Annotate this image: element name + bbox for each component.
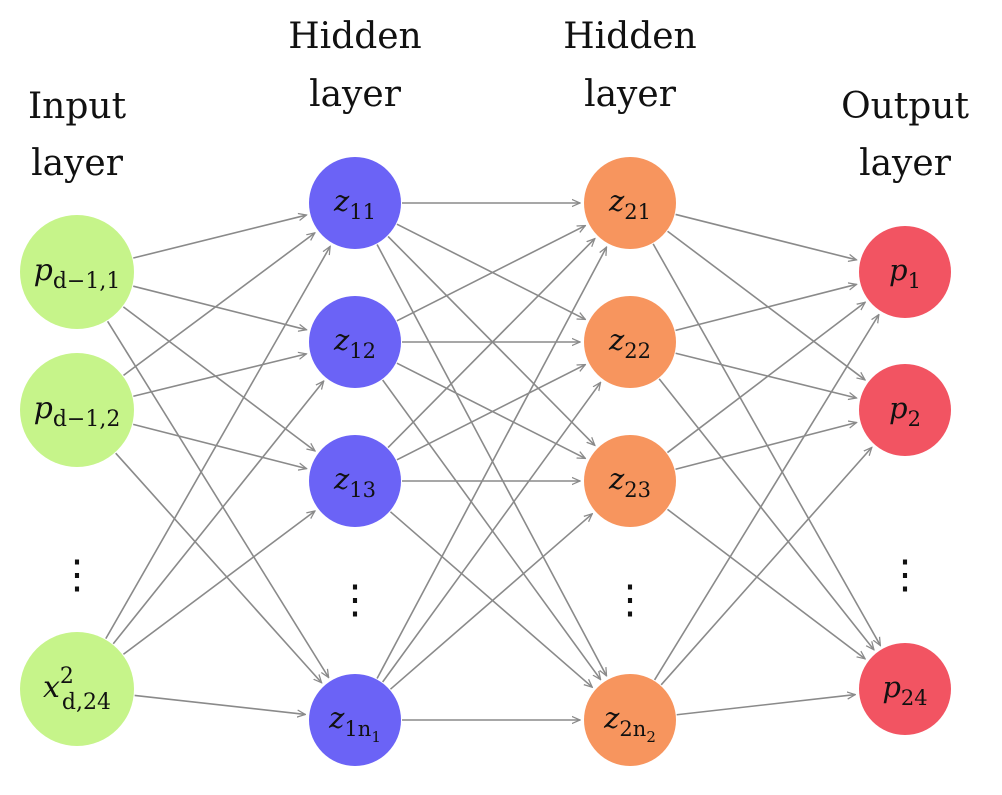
edge-hidden2-4-to-output-3 [676, 695, 856, 716]
edge-hidden1-4-to-hidden2-1 [376, 247, 606, 679]
node-input-2: pd−1,2 [20, 353, 134, 467]
edge-hidden1-3-to-hidden2-1 [387, 239, 595, 449]
node-circle-hidden2-3 [584, 435, 676, 527]
node-output-1: p1 [859, 226, 951, 318]
edge-hidden1-1-to-hidden2-3 [387, 235, 595, 445]
node-circle-hidden1-1 [309, 157, 401, 249]
edge-hidden2-1-to-output-3 [652, 243, 880, 646]
node-label-input-2: pd−1,2 [34, 391, 121, 432]
node-hidden1-2: z12 [309, 296, 401, 388]
edge-hidden2-1-to-output-1 [675, 213, 857, 259]
node-circle-hidden1-3 [309, 435, 401, 527]
node-hidden1-1: z11 [309, 157, 401, 249]
node-circle-hidden2-4 [584, 674, 676, 766]
node-hidden1-4: z1n1 [309, 674, 401, 766]
title-hidden1-layer: Hidden layer [288, 16, 422, 115]
edge-hidden1-4-to-hidden2-3 [389, 514, 592, 690]
node-label-hidden2-3: z23 [608, 462, 651, 502]
node-circle-hidden1-2 [309, 296, 401, 388]
title-input-line2: layer [31, 143, 124, 184]
node-label-output-1: p1 [889, 253, 921, 293]
node-circle-input-2 [20, 353, 134, 467]
edge-input-3-to-hidden1-2 [112, 381, 323, 645]
ellipsis-input: ⋮ [57, 552, 97, 598]
node-circle-output-1 [859, 226, 951, 318]
title-hidden2-layer: Hidden layer [563, 16, 697, 115]
title-output-line1: Output [841, 86, 969, 127]
node-label-hidden1-4: z1n1 [328, 701, 381, 746]
node-circle-hidden2-1 [584, 157, 676, 249]
node-circle-input-1 [20, 215, 134, 329]
title-hidden2-line1: Hidden [563, 16, 697, 57]
edge-hidden1-3-to-hidden2-4 [389, 511, 592, 687]
title-output-line2: layer [859, 143, 952, 184]
title-input-line1: Input [28, 86, 127, 127]
edges [105, 203, 881, 720]
edge-input-1-to-hidden1-3 [122, 306, 315, 451]
node-label-hidden2-2: z22 [608, 323, 651, 363]
edge-input-1-to-hidden1-1 [133, 215, 306, 259]
edge-hidden1-4-to-hidden2-2 [382, 382, 601, 683]
edge-hidden2-2-to-output-2 [675, 352, 857, 398]
edge-hidden2-3-to-output-3 [667, 508, 865, 658]
edge-hidden2-2-to-output-3 [658, 378, 874, 650]
node-circle-output-3 [859, 643, 951, 735]
title-output-layer: Output layer [841, 86, 969, 184]
title-hidden1-line2: layer [309, 74, 402, 115]
node-label-output-2: p2 [889, 391, 921, 431]
edge-hidden1-2-to-hidden2-4 [382, 379, 601, 680]
node-output-2: p2 [859, 364, 951, 456]
edge-input-1-to-hidden1-4 [106, 320, 329, 677]
node-output-3: p24 [859, 643, 951, 735]
node-hidden2-1: z21 [584, 157, 676, 249]
edge-hidden1-2-to-hidden2-3 [396, 362, 585, 460]
edge-hidden1-1-to-hidden2-2 [396, 223, 585, 321]
edge-hidden2-4-to-output-2 [660, 447, 872, 686]
edge-hidden1-1-to-hidden2-4 [376, 244, 606, 675]
node-hidden1-3: z13 [309, 435, 401, 527]
edge-hidden1-2-to-hidden2-1 [396, 224, 585, 322]
edge-hidden2-3-to-output-1 [666, 302, 865, 454]
edge-hidden1-3-to-hidden2-2 [396, 363, 585, 461]
node-circle-hidden1-4 [309, 674, 401, 766]
ellipsis-hidden1: ⋮ [335, 577, 375, 623]
edge-hidden2-1-to-output-2 [667, 230, 866, 380]
title-input-layer: Input layer [28, 86, 127, 184]
edge-input-2-to-hidden1-4 [115, 452, 322, 683]
node-label-hidden2-1: z21 [608, 184, 651, 224]
edge-hidden2-3-to-output-2 [675, 422, 857, 471]
title-hidden1-line1: Hidden [288, 16, 422, 57]
edge-input-1-to-hidden1-2 [133, 285, 306, 330]
node-label-hidden1-3: z13 [333, 462, 376, 502]
edge-input-3-to-hidden1-1 [105, 246, 330, 640]
node-circle-hidden2-2 [584, 296, 676, 388]
edge-input-3-to-hidden1-3 [122, 511, 315, 655]
node-hidden2-3: z23 [584, 435, 676, 527]
edge-hidden2-2-to-output-1 [675, 284, 857, 332]
node-label-output-3: p24 [882, 670, 927, 710]
edge-hidden2-4-to-output-1 [653, 315, 879, 681]
node-hidden2-2: z22 [584, 296, 676, 388]
node-label-input-1: pd−1,1 [34, 253, 121, 294]
node-input-1: pd−1,1 [20, 215, 134, 329]
node-label-hidden1-2: z12 [333, 323, 376, 363]
node-circle-output-2 [859, 364, 951, 456]
node-circle-input-3 [20, 632, 134, 746]
title-hidden2-line2: layer [584, 74, 677, 115]
edge-input-2-to-hidden1-1 [123, 233, 315, 377]
ellipsis-hidden2: ⋮ [610, 577, 650, 623]
node-hidden2-4: z2n2 [584, 674, 676, 766]
edge-input-2-to-hidden1-2 [133, 354, 306, 397]
edge-input-3-to-hidden1-4 [134, 694, 306, 714]
ellipsis-output: ⋮ [885, 552, 925, 598]
edge-input-2-to-hidden1-3 [132, 423, 306, 468]
node-label-hidden1-1: z11 [333, 184, 376, 224]
node-label-hidden2-4: z2n2 [603, 701, 656, 746]
